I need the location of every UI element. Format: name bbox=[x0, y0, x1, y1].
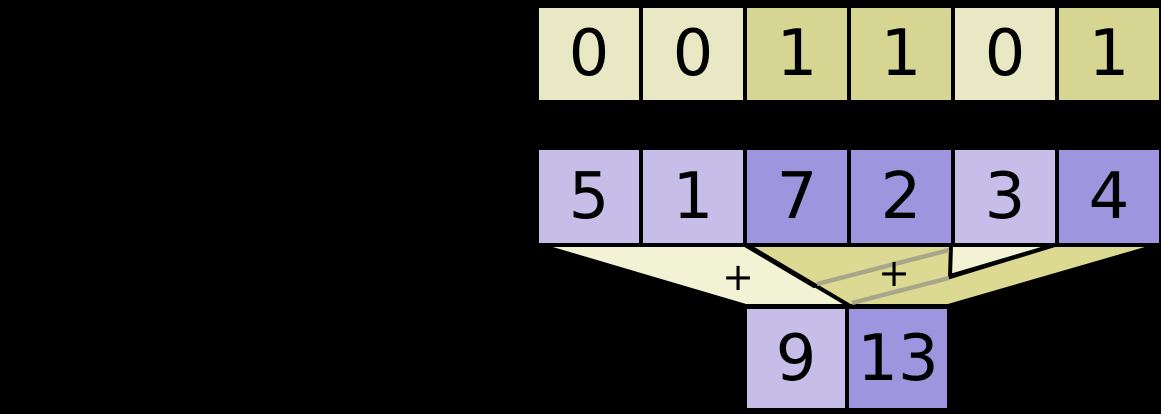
mask-cell: 1 bbox=[1055, 4, 1161, 104]
values-row: 5 1 7 2 3 4 bbox=[535, 146, 1161, 247]
mask-cell: 0 bbox=[535, 4, 643, 104]
value-cell: 1 bbox=[639, 146, 747, 247]
mask-cell: 0 bbox=[639, 4, 747, 104]
mask-cell: 1 bbox=[847, 4, 955, 104]
plus-icon-right: + bbox=[878, 251, 910, 295]
result-cell: 13 bbox=[845, 305, 951, 412]
mask-cell: 0 bbox=[951, 4, 1059, 104]
hidden-edge-line bbox=[851, 275, 950, 306]
results-row: 9 13 bbox=[743, 305, 951, 412]
value-cell: 7 bbox=[743, 146, 851, 247]
hidden-edge-line bbox=[816, 247, 950, 287]
value-cell: 2 bbox=[847, 146, 955, 247]
value-cell: 3 bbox=[951, 146, 1059, 247]
plus-icon-left: + bbox=[722, 255, 754, 299]
mask-row: 0 0 1 1 0 1 bbox=[535, 4, 1161, 104]
result-cell: 9 bbox=[743, 305, 849, 412]
mask-cell: 1 bbox=[743, 4, 851, 104]
value-cell: 5 bbox=[535, 146, 643, 247]
value-cell: 4 bbox=[1055, 146, 1161, 247]
